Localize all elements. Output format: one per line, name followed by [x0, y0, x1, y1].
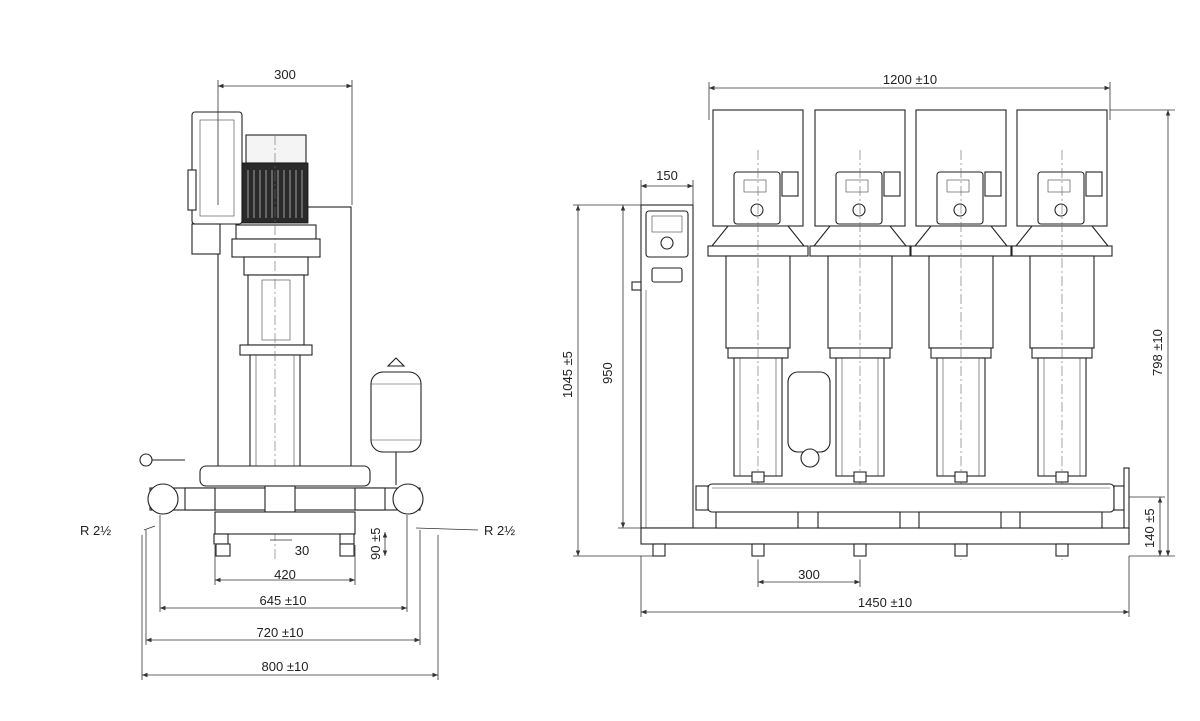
front-dim-300: 300 [798, 567, 820, 582]
side-motor-top [245, 134, 307, 164]
pump-unit-2 [809, 109, 911, 560]
front-dim-950: 950 [600, 362, 615, 384]
front-dim-798: 798 ±10 [1150, 329, 1165, 376]
side-dim-420: 420 [274, 567, 296, 582]
side-base-frame [214, 511, 356, 535]
side-flange-right [392, 483, 424, 515]
side-foot-left [215, 543, 231, 557]
side-flange-left [147, 483, 179, 515]
side-dim-90: 90 ±5 [368, 528, 383, 560]
pump-unit-1 [707, 109, 809, 560]
side-control-bracket [191, 223, 221, 255]
side-dim-645: 645 ±10 [260, 593, 307, 608]
side-dim-300: 300 [274, 67, 296, 82]
front-dim-140: 140 ±5 [1142, 508, 1157, 548]
front-dim-1450: 1450 ±10 [858, 595, 912, 610]
side-dim-r-right: R 2½ [484, 523, 515, 538]
front-control-cabinet [640, 204, 694, 529]
side-view: 300 R 2½ R 2½ 90 ±5 30 420 645 ±10 720 ±… [80, 67, 515, 680]
side-foot-right [339, 543, 355, 557]
pump-unit-4 [1011, 109, 1113, 560]
front-foot-2 [751, 543, 765, 557]
front-dim-1200: 1200 ±10 [883, 72, 937, 87]
front-foot-5 [1055, 543, 1069, 557]
front-foot-1 [652, 543, 666, 557]
side-dim-720: 720 ±10 [257, 625, 304, 640]
side-manifold-upper [199, 465, 371, 487]
front-dim-150: 150 [656, 168, 678, 183]
side-dim-r-left: R 2½ [80, 523, 111, 538]
front-base-frame [640, 527, 1130, 545]
front-foot-3 [853, 543, 867, 557]
side-lantern [247, 274, 305, 346]
side-control-box [191, 111, 243, 225]
pump-unit-3 [910, 109, 1012, 560]
front-pressure-vessel [787, 371, 831, 453]
front-foot-4 [954, 543, 968, 557]
side-motor-flange [231, 238, 321, 258]
front-control-display [645, 210, 689, 258]
front-view: 1200 ±10 150 1045 ±5 950 798 ±10 140 ±5 … [560, 72, 1175, 617]
side-dim-800: 800 ±10 [262, 659, 309, 674]
front-gauge [800, 448, 820, 468]
front-dim-1045: 1045 ±5 [560, 351, 575, 398]
side-dim-30: 30 [295, 543, 309, 558]
front-cabinet-handle [651, 267, 683, 283]
